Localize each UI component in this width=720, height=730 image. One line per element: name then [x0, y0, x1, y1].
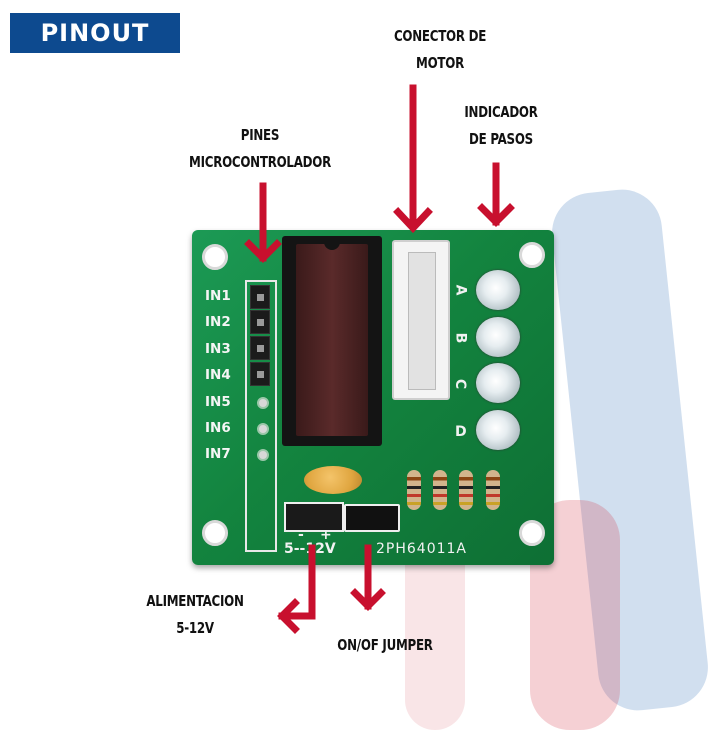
- silkscreen-outline: [245, 280, 277, 552]
- led-letter-c: C: [452, 378, 469, 390]
- power-plus-label: +: [320, 527, 332, 543]
- ic-socket: [282, 236, 382, 446]
- resistor-1: [407, 470, 421, 510]
- pin-label-in3: IN3: [205, 341, 231, 357]
- power-header: [284, 502, 344, 532]
- pin-label-in4: IN4: [205, 367, 231, 383]
- arrow-conector-motor: [393, 84, 433, 234]
- callout-alimentacion: ALIMENTACION 5-12V: [138, 588, 252, 642]
- header-pin-in2: [250, 310, 270, 334]
- resistor-3: [459, 470, 473, 510]
- led-letter-a: A: [452, 284, 469, 296]
- capacitor: [304, 466, 362, 494]
- pad-in5: [257, 397, 269, 409]
- step-led-c: [476, 363, 520, 403]
- motor-connector-slot: [408, 252, 436, 390]
- step-led-a: [476, 270, 520, 310]
- motor-connector: [392, 240, 450, 400]
- power-voltage-label: 5--12V: [284, 541, 336, 557]
- pin-label-in7: IN7: [205, 446, 231, 462]
- callout-jumper-line1: ON/OF JUMPER: [337, 636, 433, 654]
- callout-conector-motor-line2: MOTOR: [416, 54, 464, 72]
- header-pin-in4: [250, 362, 270, 386]
- pinout-title-badge: PINOUT: [10, 13, 180, 53]
- callout-conector-motor-line1: CONECTOR DE: [393, 27, 487, 45]
- on-off-jumper: [344, 504, 400, 532]
- callout-indicador-pasos-line2: DE PASOS: [469, 130, 533, 148]
- ic-notch: [324, 242, 340, 250]
- step-led-b: [476, 317, 520, 357]
- led-letter-d: D: [455, 424, 467, 440]
- arrow-indicador-pasos: [477, 162, 515, 227]
- callout-alimentacion-line1: ALIMENTACION: [146, 592, 244, 610]
- pin-label-in2: IN2: [205, 314, 231, 330]
- power-minus-label: -: [298, 527, 304, 543]
- pad-in7: [257, 449, 269, 461]
- callout-alimentacion-line2: 5-12V: [176, 619, 214, 637]
- mount-hole-top-right: [519, 242, 545, 268]
- resistor-4: [486, 470, 500, 510]
- ic-chip: [296, 242, 368, 436]
- resistor-2: [433, 470, 447, 510]
- callout-pines-microcontrolador: PINES MICROCONTROLADOR: [181, 122, 339, 176]
- callout-indicador-pasos: INDICADOR DE PASOS: [444, 99, 558, 153]
- pin-label-in1: IN1: [205, 288, 231, 304]
- header-pin-in1: [250, 285, 270, 309]
- pad-in6: [257, 423, 269, 435]
- pin-label-in5: IN5: [205, 394, 231, 410]
- pin-label-in6: IN6: [205, 420, 231, 436]
- mount-hole-bottom-left: [202, 520, 228, 546]
- callout-jumper: ON/OF JUMPER: [328, 632, 442, 659]
- callout-conector-motor: CONECTOR DE MOTOR: [352, 23, 528, 77]
- callout-pines-line2: MICROCONTROLADOR: [189, 153, 331, 171]
- callout-pines-line1: PINES: [240, 126, 280, 144]
- header-pin-in3: [250, 336, 270, 360]
- board-model-label: 2PH64011A: [376, 541, 467, 557]
- callout-indicador-pasos-line1: INDICADOR: [464, 103, 538, 121]
- mount-hole-bottom-right: [519, 520, 545, 546]
- led-letter-b: B: [452, 332, 469, 344]
- step-led-d: [476, 410, 520, 450]
- mount-hole-top-left: [202, 244, 228, 270]
